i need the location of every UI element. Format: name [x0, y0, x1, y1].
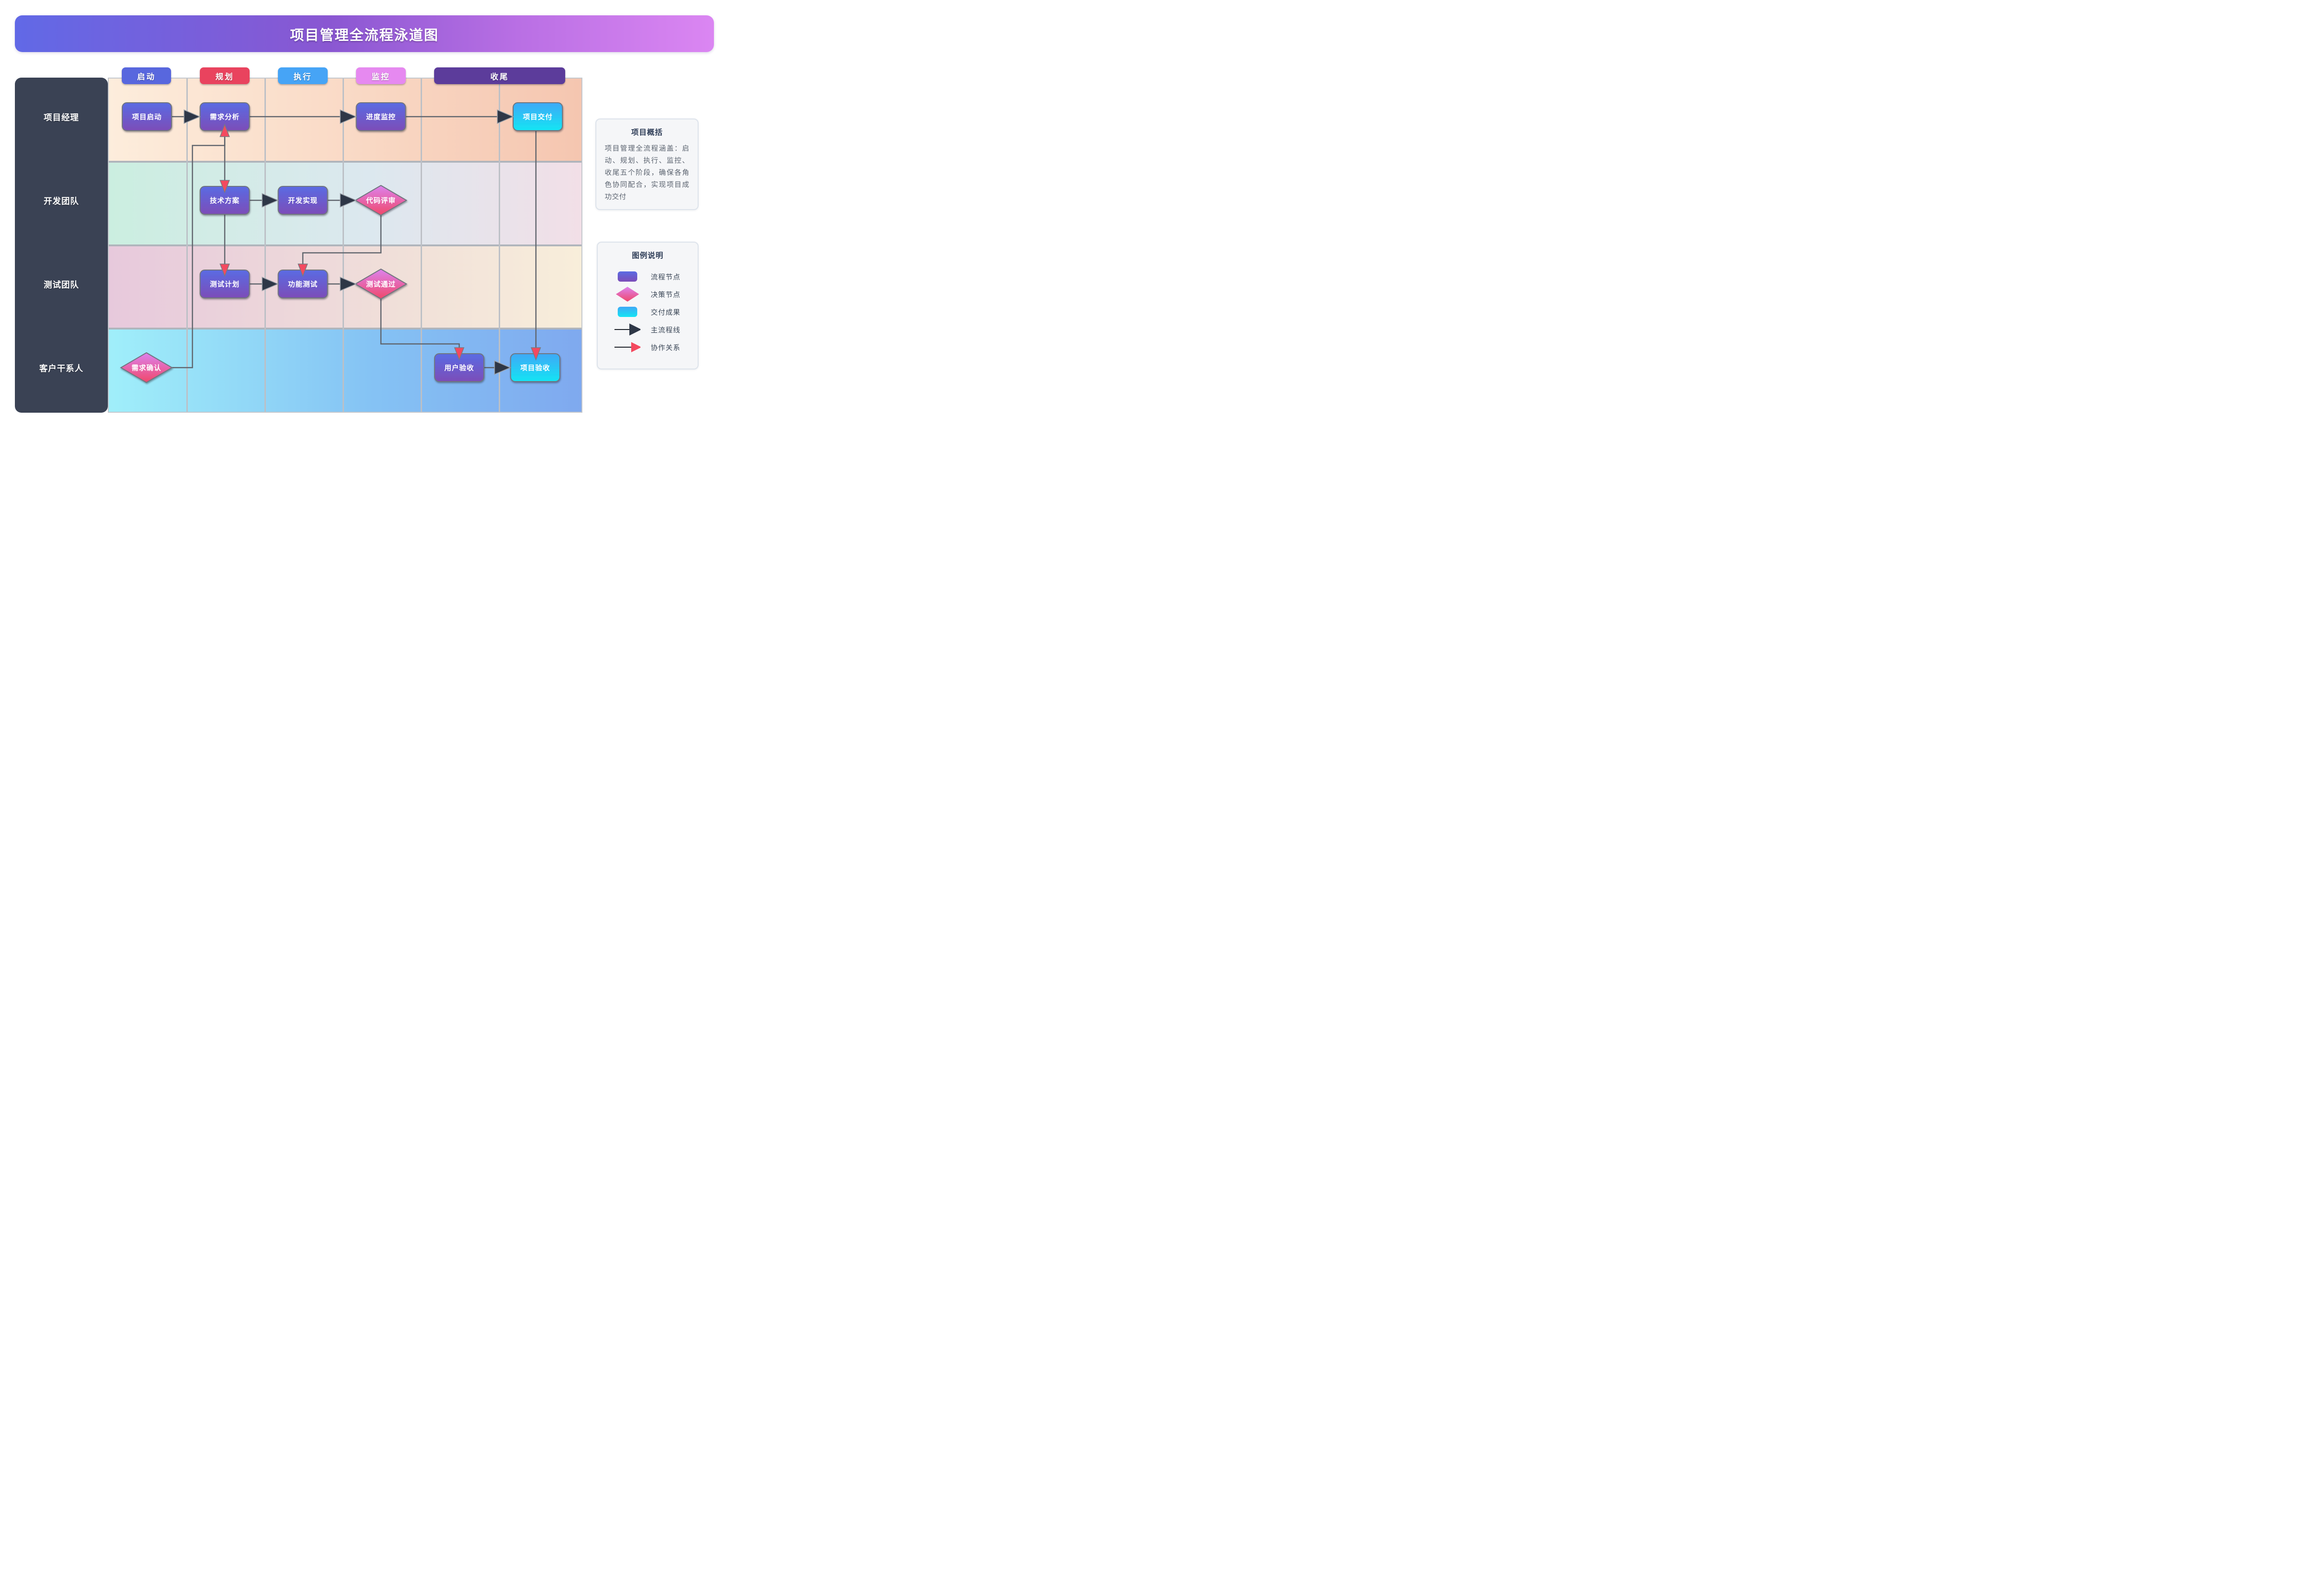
collab-arrowhead-confirm-to-analysis [219, 123, 230, 137]
column-separator [342, 79, 344, 412]
collab-arrowhead-tech-to-testplan [219, 264, 230, 277]
legend-item-2: 决策节点 [598, 285, 698, 303]
legend-panel-title: 图例说明 [632, 252, 664, 260]
lane-label-1: 项目经理 [44, 113, 79, 122]
lane-separator [109, 327, 581, 330]
legend-item-4: 主流程线 [598, 321, 698, 338]
column-separator [420, 79, 422, 412]
legend-item-label: 协作关系 [651, 343, 681, 352]
column-separator [498, 79, 500, 412]
main-arrowhead-testplan-to-functest [262, 277, 279, 291]
collab-arrowhead-review-to-functest [297, 264, 308, 277]
lane-label-4: 客户干系人 [39, 364, 84, 373]
main-arrowhead-functest-to-testpass [340, 277, 357, 291]
node-project-start: 项目启动 [122, 102, 172, 131]
project-overview-panel: 项目概括 项目管理全流程涵盖：启动、规划、执行、监控、收尾五个阶段，确保各角色协… [595, 119, 699, 210]
process-node-icon [614, 271, 640, 282]
deliverable-node-icon [614, 307, 640, 317]
decision-node-icon [614, 286, 640, 302]
node-label-dev-impl: 开发实现 [288, 197, 317, 205]
overview-panel-title: 项目概括 [631, 129, 663, 137]
node-label-project-delivery: 项目交付 [523, 113, 553, 121]
node-project-delivery: 项目交付 [513, 102, 563, 131]
node-label-project-start: 项目启动 [132, 113, 162, 121]
phase-chip-3: 执行 [278, 67, 328, 84]
legend-items: 流程节点决策节点交付成果主流程线协作关系 [598, 268, 698, 356]
lane-label-3: 测试团队 [44, 280, 79, 290]
main-arrowhead-useraccept-to-projaccept [494, 360, 511, 375]
legend-item-label: 决策节点 [651, 290, 681, 299]
node-dev-impl: 开发实现 [277, 186, 328, 215]
node-label-test-pass: 测试通过 [366, 280, 396, 289]
legend-panel: 图例说明 流程节点决策节点交付成果主流程线协作关系 [597, 242, 699, 369]
phase-chip-2: 规划 [200, 67, 250, 84]
edge-testpass-to-useraccept [380, 298, 460, 348]
legend-item-1: 流程节点 [598, 268, 698, 285]
collab-arrowhead-testpass-to-useraccept [454, 347, 465, 361]
node-req-analysis: 需求分析 [199, 102, 250, 131]
edge-review-to-functest [302, 215, 382, 264]
node-label-req-confirm: 需求确认 [132, 364, 161, 372]
lane-label-sidebar: 项目经理开发团队测试团队客户干系人 [15, 78, 108, 413]
node-label-req-analysis: 需求分析 [210, 113, 239, 121]
lane-label-2: 开发团队 [44, 197, 79, 206]
phase-chip-4: 监控 [356, 67, 406, 84]
legend-item-5: 协作关系 [598, 338, 698, 356]
legend-item-label: 交付成果 [651, 308, 681, 316]
node-label-code-review: 代码评审 [365, 197, 396, 205]
phase-chip-5: 收尾 [434, 67, 565, 84]
title-banner: 项目管理全流程泳道图 [15, 15, 714, 52]
main-arrowhead-analysis-to-monitor [340, 109, 357, 124]
legend-item-label: 主流程线 [651, 326, 681, 334]
main-flow-arrow-icon [614, 323, 640, 336]
collab-arrowhead-analysis-to-tech [219, 180, 230, 194]
node-progress-monitor: 进度监控 [356, 102, 406, 131]
node-label-func-test: 功能测试 [288, 280, 317, 289]
node-label-user-accept: 用户验收 [444, 364, 474, 372]
collab-arrow-icon [614, 340, 640, 354]
column-separator [186, 79, 188, 412]
node-test-pass: 测试通过 [354, 268, 408, 300]
lane-separator [109, 161, 581, 163]
node-req-confirm: 需求确认 [120, 352, 173, 383]
node-user-accept: 用户验收 [434, 353, 484, 382]
page-title: 项目管理全流程泳道图 [290, 27, 439, 43]
node-label-test-plan: 测试计划 [210, 280, 239, 289]
column-separator [264, 79, 266, 412]
legend-item-3: 交付成果 [598, 303, 698, 321]
main-arrowhead-start-to-analysis [184, 109, 201, 124]
main-arrowhead-monitor-to-delivery [497, 109, 514, 124]
legend-item-label: 流程节点 [651, 273, 681, 281]
node-tech-plan: 技术方案 [199, 186, 250, 215]
node-label-progress-monitor: 进度监控 [366, 113, 396, 121]
node-test-plan: 测试计划 [199, 270, 250, 298]
node-code-review: 代码评审 [354, 185, 408, 216]
node-func-test: 功能测试 [277, 270, 328, 298]
lane-separator [109, 244, 581, 246]
node-label-project-accept: 项目验收 [520, 364, 550, 372]
edge-confirm-to-analysis [171, 137, 225, 369]
overview-panel-body: 项目管理全流程涵盖：启动、规划、执行、监控、收尾五个阶段，确保各角色协同配合，实… [605, 145, 689, 201]
node-label-tech-plan: 技术方案 [210, 197, 239, 205]
main-arrowhead-tech-to-dev [262, 193, 279, 208]
collab-arrowhead-delivery-to-projaccept [530, 347, 541, 361]
main-arrowhead-dev-to-review [340, 193, 357, 208]
phase-chip-1: 启动 [122, 67, 171, 84]
